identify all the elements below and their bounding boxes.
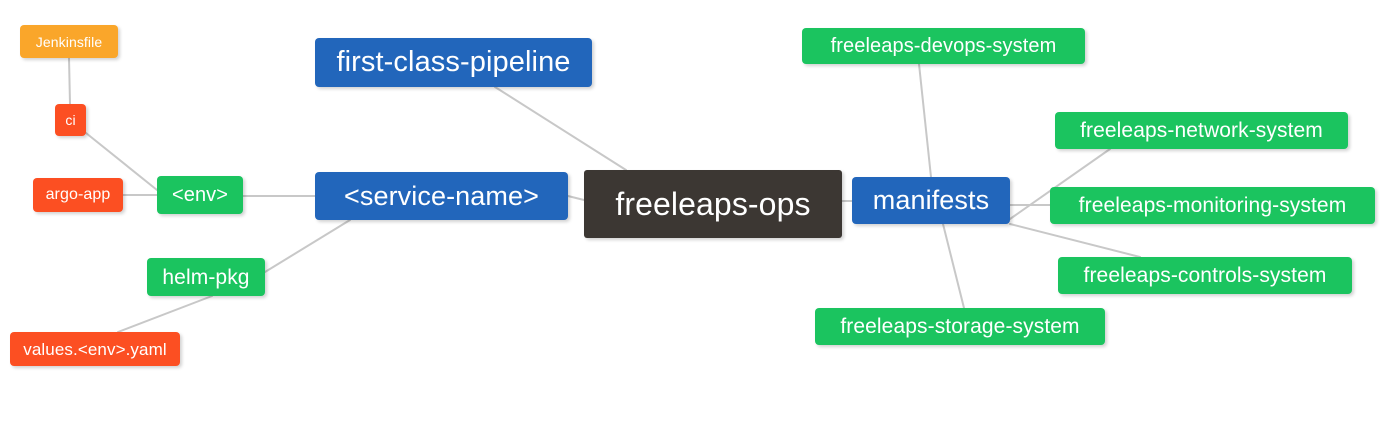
node-ci[interactable]: ci [55,104,86,136]
edge-manifests-to-freeleaps-devops-system [918,63,932,178]
node-freeleaps-ops[interactable]: freeleaps-ops [584,170,842,238]
edge-manifests-to-freeleaps-controls-system [1009,223,1141,258]
node-jenkinsfile[interactable]: Jenkinsfile [20,25,118,58]
node-first-class-pipeline[interactable]: first-class-pipeline [315,38,592,87]
node-helm-pkg[interactable]: helm-pkg [147,258,265,296]
node-freeleaps-devops-system[interactable]: freeleaps-devops-system [802,28,1085,64]
edge-jenkinsfile-to-ci [68,57,71,105]
node-manifests[interactable]: manifests [852,177,1010,224]
node-freeleaps-network-system[interactable]: freeleaps-network-system [1055,112,1348,149]
node-service-name[interactable]: <service-name> [315,172,568,220]
edge-ci-to-env [85,132,158,191]
edge-service-name-to-helm-pkg [264,219,351,273]
edge-manifests-to-freeleaps-network-system [1009,148,1111,220]
node-freeleaps-controls-system[interactable]: freeleaps-controls-system [1058,257,1352,294]
node-freeleaps-monitoring-system[interactable]: freeleaps-monitoring-system [1050,187,1375,224]
node-freeleaps-storage-system[interactable]: freeleaps-storage-system [815,308,1105,345]
edge-first-class-pipeline-to-freeleaps-ops [494,86,627,171]
edge-helm-pkg-to-values-yaml [117,295,213,333]
edge-manifests-to-freeleaps-storage-system [942,223,965,309]
node-env[interactable]: <env> [157,176,243,214]
edge-service-name-to-freeleaps-ops [567,195,585,201]
node-values-yaml[interactable]: values.<env>.yaml [10,332,180,366]
node-argo-app[interactable]: argo-app [33,178,123,212]
